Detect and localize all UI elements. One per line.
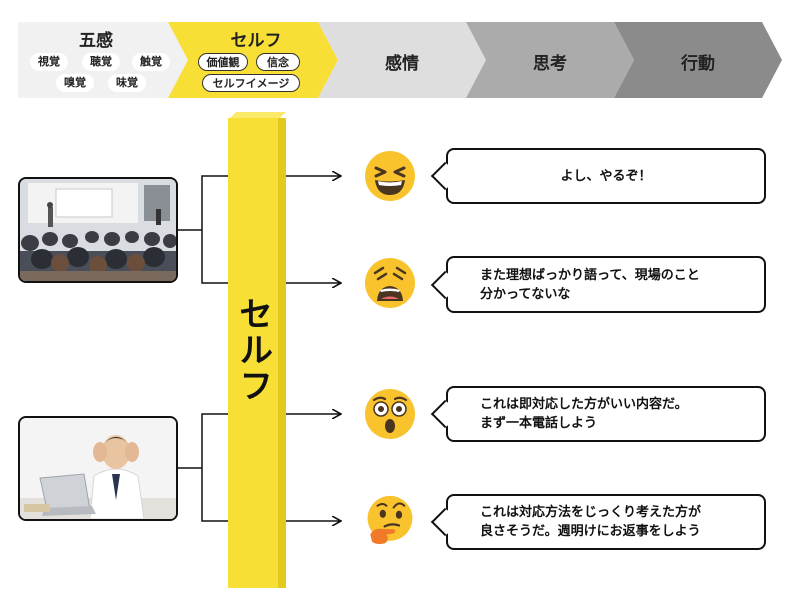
stage-emotion-shape <box>318 22 486 98</box>
sense-chip-smell: 嗅覚 <box>56 74 94 92</box>
speech-bubble-1: よし、やるぞ！ <box>430 148 766 204</box>
speech-bubble-tail <box>430 161 460 191</box>
stage-emotion-label: 感情 <box>385 54 419 74</box>
worried-businessman-photo <box>18 416 178 521</box>
stage-thought-shape <box>466 22 634 98</box>
stage-thought-label: 思考 <box>533 54 567 74</box>
speech-bubble-3: これは即対応した方がいい内容だ。 まず一本電話しよう <box>430 386 766 442</box>
weary-face-icon <box>365 258 415 308</box>
sense-chip-taste: 味覚 <box>108 74 146 92</box>
self-chip-self-image: セルフイメージ <box>202 74 300 92</box>
stage-action-shape <box>614 22 782 98</box>
self-chip-values: 価値観 <box>198 53 248 71</box>
sense-chip-sight: 視覚 <box>30 53 68 71</box>
speech-bubble-4: これは対応方法をじっくり考えた方が 良さそうだ。週明けにお返事をしよう <box>430 494 766 550</box>
seminar-audience-photo <box>18 177 178 283</box>
stage-self-label: セルフ <box>230 31 282 51</box>
self-bar-label: セルフ <box>232 296 273 404</box>
stage-action-label: 行動 <box>681 54 715 74</box>
speech-bubble-text: よし、やるぞ！ <box>560 168 652 184</box>
stage-five-senses-label: 五感 <box>79 31 113 51</box>
self-bar <box>228 118 278 588</box>
astonished-face-icon <box>365 389 415 439</box>
speech-bubble-text: これは即対応した方がいい内容だ。 まず一本電話しよう <box>480 397 688 431</box>
bracket-bottom <box>201 413 228 522</box>
sense-chip-hearing: 聴覚 <box>82 53 120 71</box>
process-flow-header: 五感 視覚 聴覚 触覚 嗅覚 味覚 セルフ 価値観 信念 セルフイメージ 感情 … <box>0 0 800 110</box>
thinking-face-icon <box>367 495 413 545</box>
speech-bubble-2: また理想ばっかり語って、現場のこと 分かってないな <box>430 256 766 313</box>
self-bar-top <box>228 112 286 120</box>
bracket-top <box>201 175 228 284</box>
grinning-squinting-face-icon <box>365 151 415 201</box>
self-chip-beliefs: 信念 <box>256 53 300 71</box>
speech-bubble-text: これは対応方法をじっくり考えた方が 良さそうだ。週明けにお返事をしよう <box>480 505 702 539</box>
speech-bubble-text: また理想ばっかり語って、現場のこと 分かってないな <box>480 267 700 302</box>
sense-chip-touch: 触覚 <box>132 53 170 71</box>
self-bar-side <box>278 118 286 588</box>
